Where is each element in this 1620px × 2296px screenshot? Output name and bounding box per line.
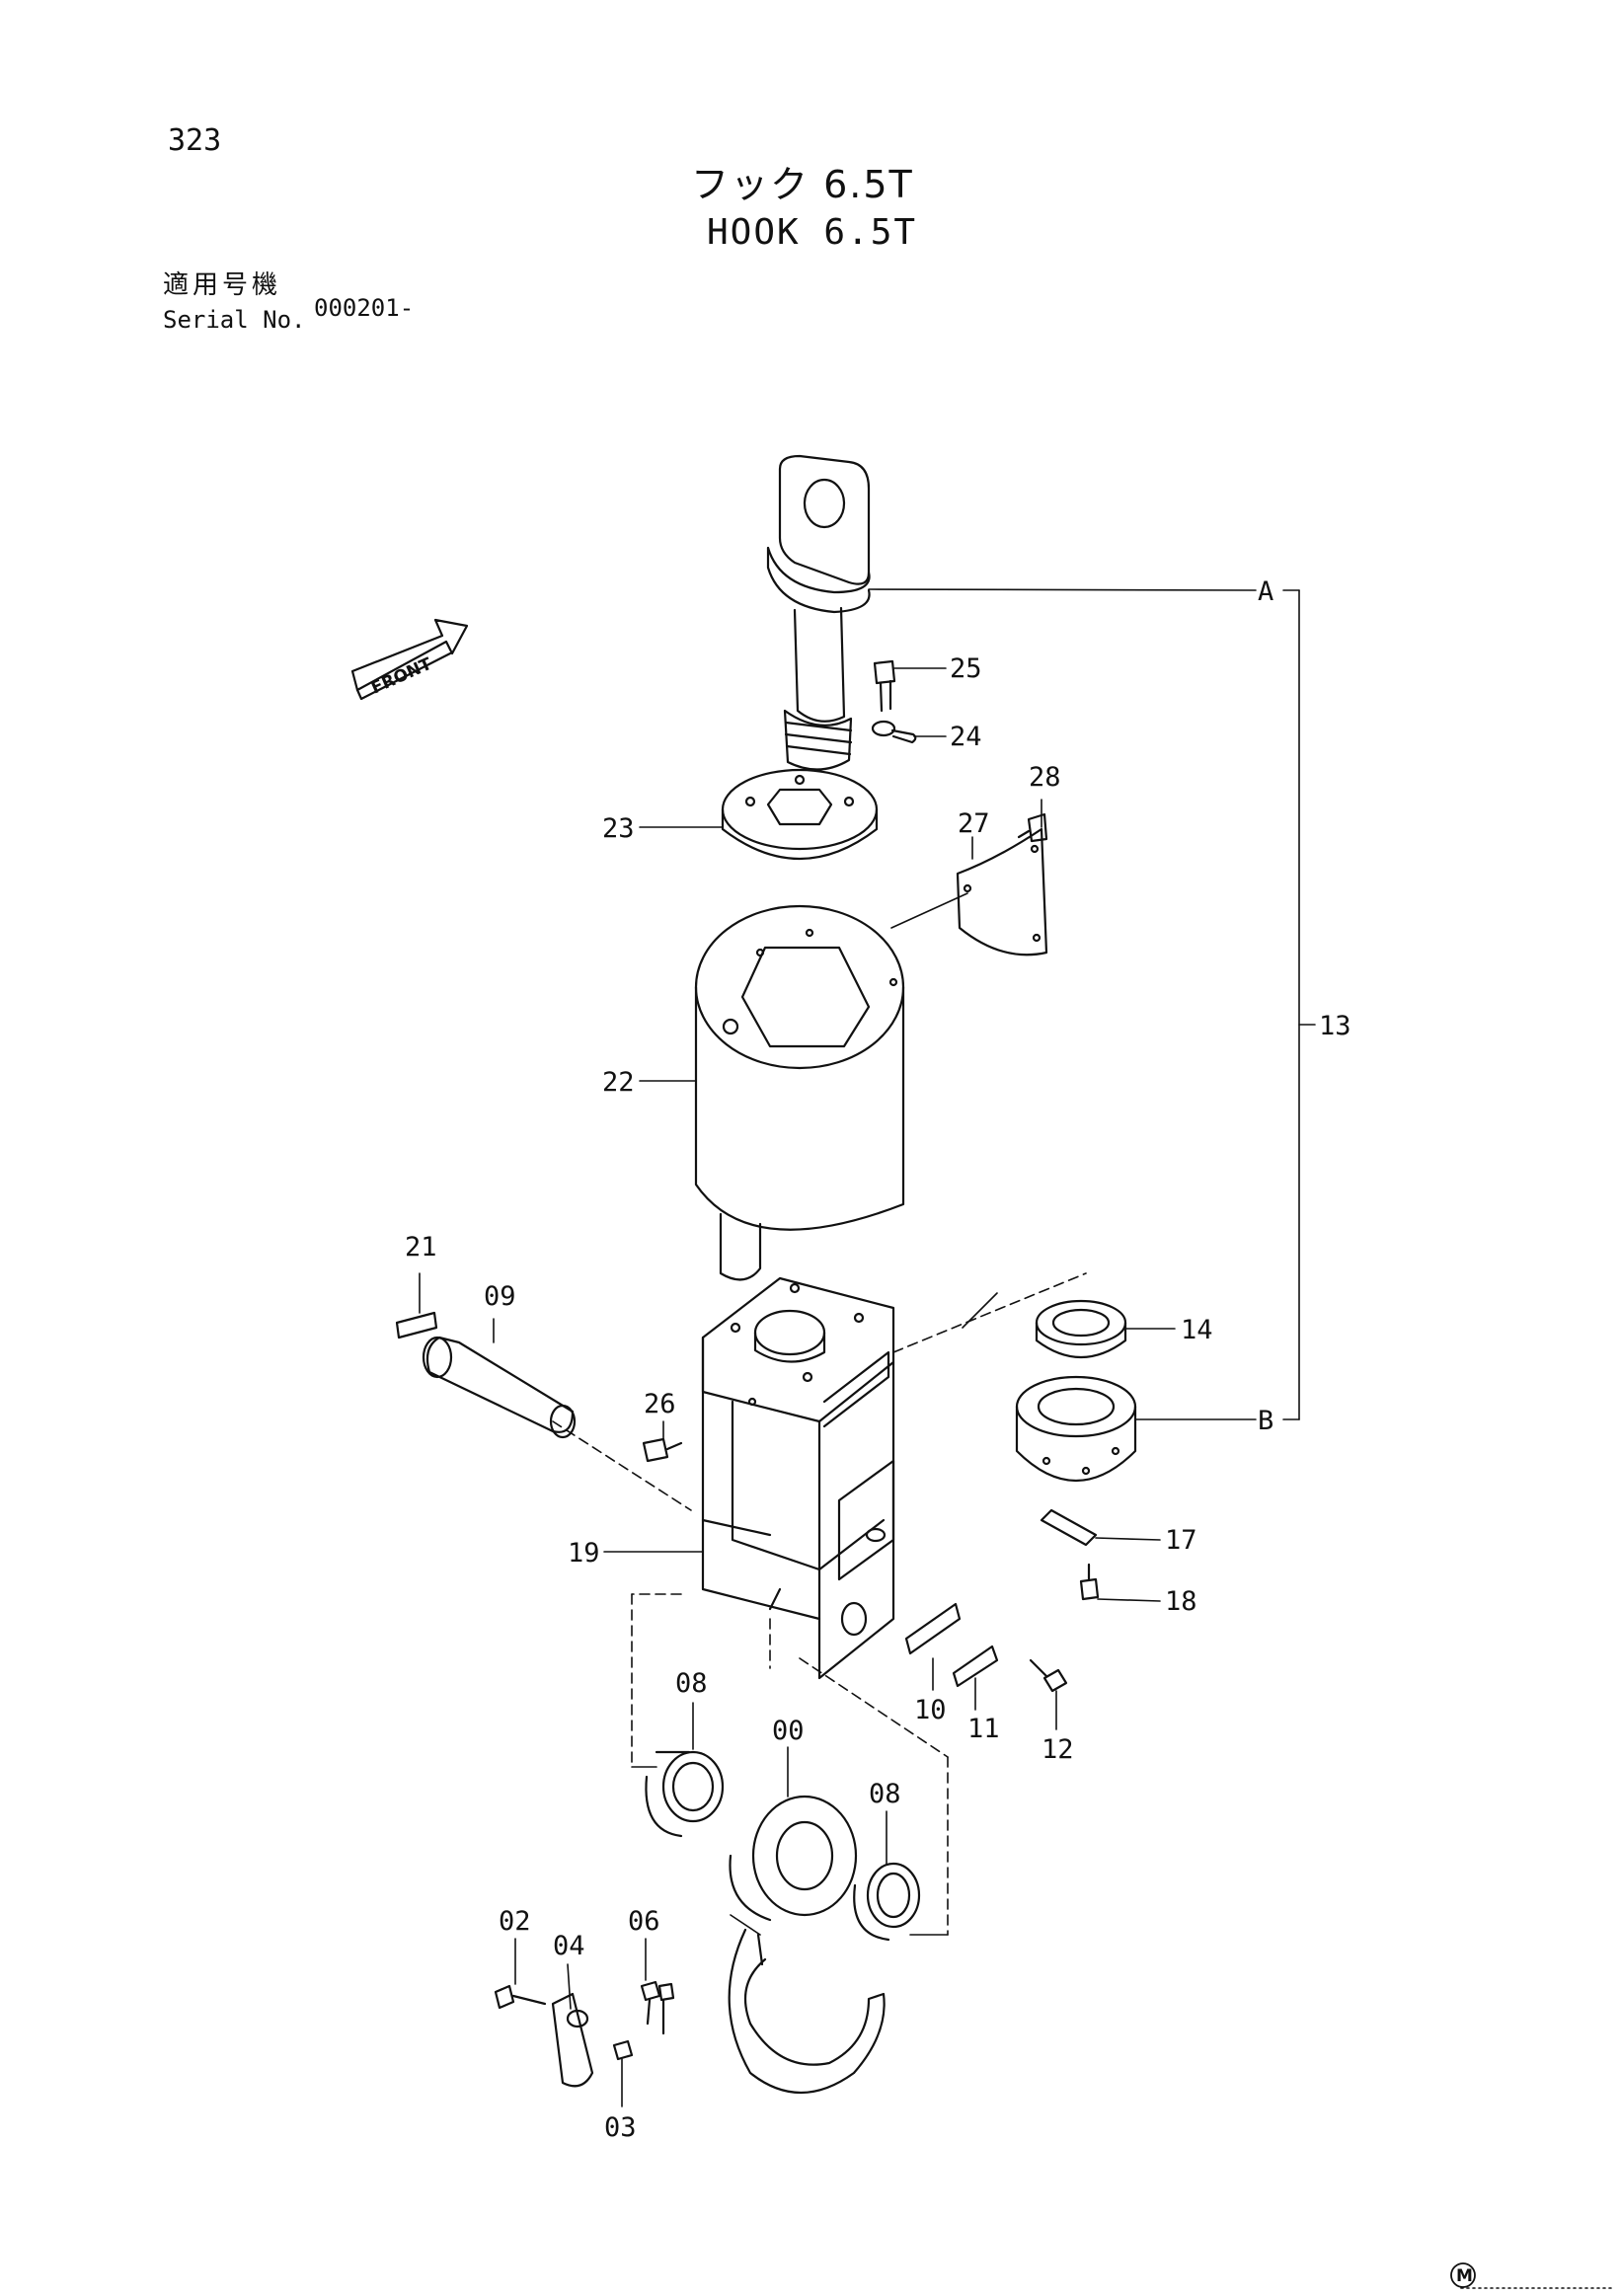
grease-fitting-26 [642,1437,683,1463]
callout-17: 17 [1165,1525,1197,1556]
bolt-18 [1079,1563,1100,1601]
serial-number-value: 000201- [314,294,415,322]
callout-08-left: 08 [675,1668,708,1699]
pin-09 [422,1336,577,1439]
bolt-25 [873,659,896,713]
frame-block-19 [701,1276,895,1680]
callout-23: 23 [602,813,635,844]
plate-10 [904,1602,962,1655]
serial-label-english: Serial No. [163,306,306,334]
lock-washer-24 [871,720,917,744]
page-number: 323 [168,123,222,158]
corner-mark-label: M [1456,2266,1473,2286]
screw-28 [1017,812,1048,843]
callout-27: 27 [958,808,990,839]
title-japanese: フック 6.5T [691,163,914,206]
bushing-08-left [645,1750,725,1838]
callout-26: 26 [644,1389,676,1419]
leader-lines [419,588,1615,2289]
hook-shaft-part [766,454,871,771]
bushing-08-right [853,1862,921,1942]
front-arrow-icon: FRONT [350,618,469,701]
key-21 [395,1311,438,1339]
nut-B [1015,1375,1137,1482]
callout-21: 21 [405,1232,437,1263]
lock-plate-17 [1040,1508,1098,1547]
housing-22 [694,904,905,1281]
callout-02: 02 [499,1906,531,1937]
callout-09: 09 [484,1281,516,1312]
callout-12: 12 [1041,1734,1074,1765]
thrust-bearing-14 [1035,1299,1127,1358]
hook-00 [728,1795,886,2095]
plate-23 [721,768,879,861]
latch-assembly [494,1980,675,2088]
callout-28: 28 [1029,762,1061,793]
callout-13: 13 [1319,1011,1351,1041]
plate-11 [952,1645,999,1688]
callout-14: 14 [1181,1315,1213,1345]
callout-A: A [1258,576,1273,607]
callout-19: 19 [568,1538,600,1569]
callout-B: B [1258,1406,1273,1436]
callout-03: 03 [604,2112,637,2143]
callout-22: 22 [602,1067,635,1098]
corner-mark-icon: M [1450,2262,1476,2288]
bolt-12 [1029,1658,1068,1693]
serial-label-japanese: 適用号機 [163,270,282,300]
callout-25: 25 [950,653,982,684]
callout-24: 24 [950,722,982,752]
shim-plate-27 [956,827,1048,957]
callout-18: 18 [1165,1586,1197,1617]
callout-11: 11 [967,1714,1000,1744]
callout-06: 06 [628,1906,660,1937]
callout-04: 04 [553,1931,585,1961]
callout-10: 10 [914,1695,947,1725]
callout-00: 00 [772,1716,805,1746]
callout-08-right: 08 [869,1779,901,1809]
title-english: HOOK 6.5T [707,212,918,253]
